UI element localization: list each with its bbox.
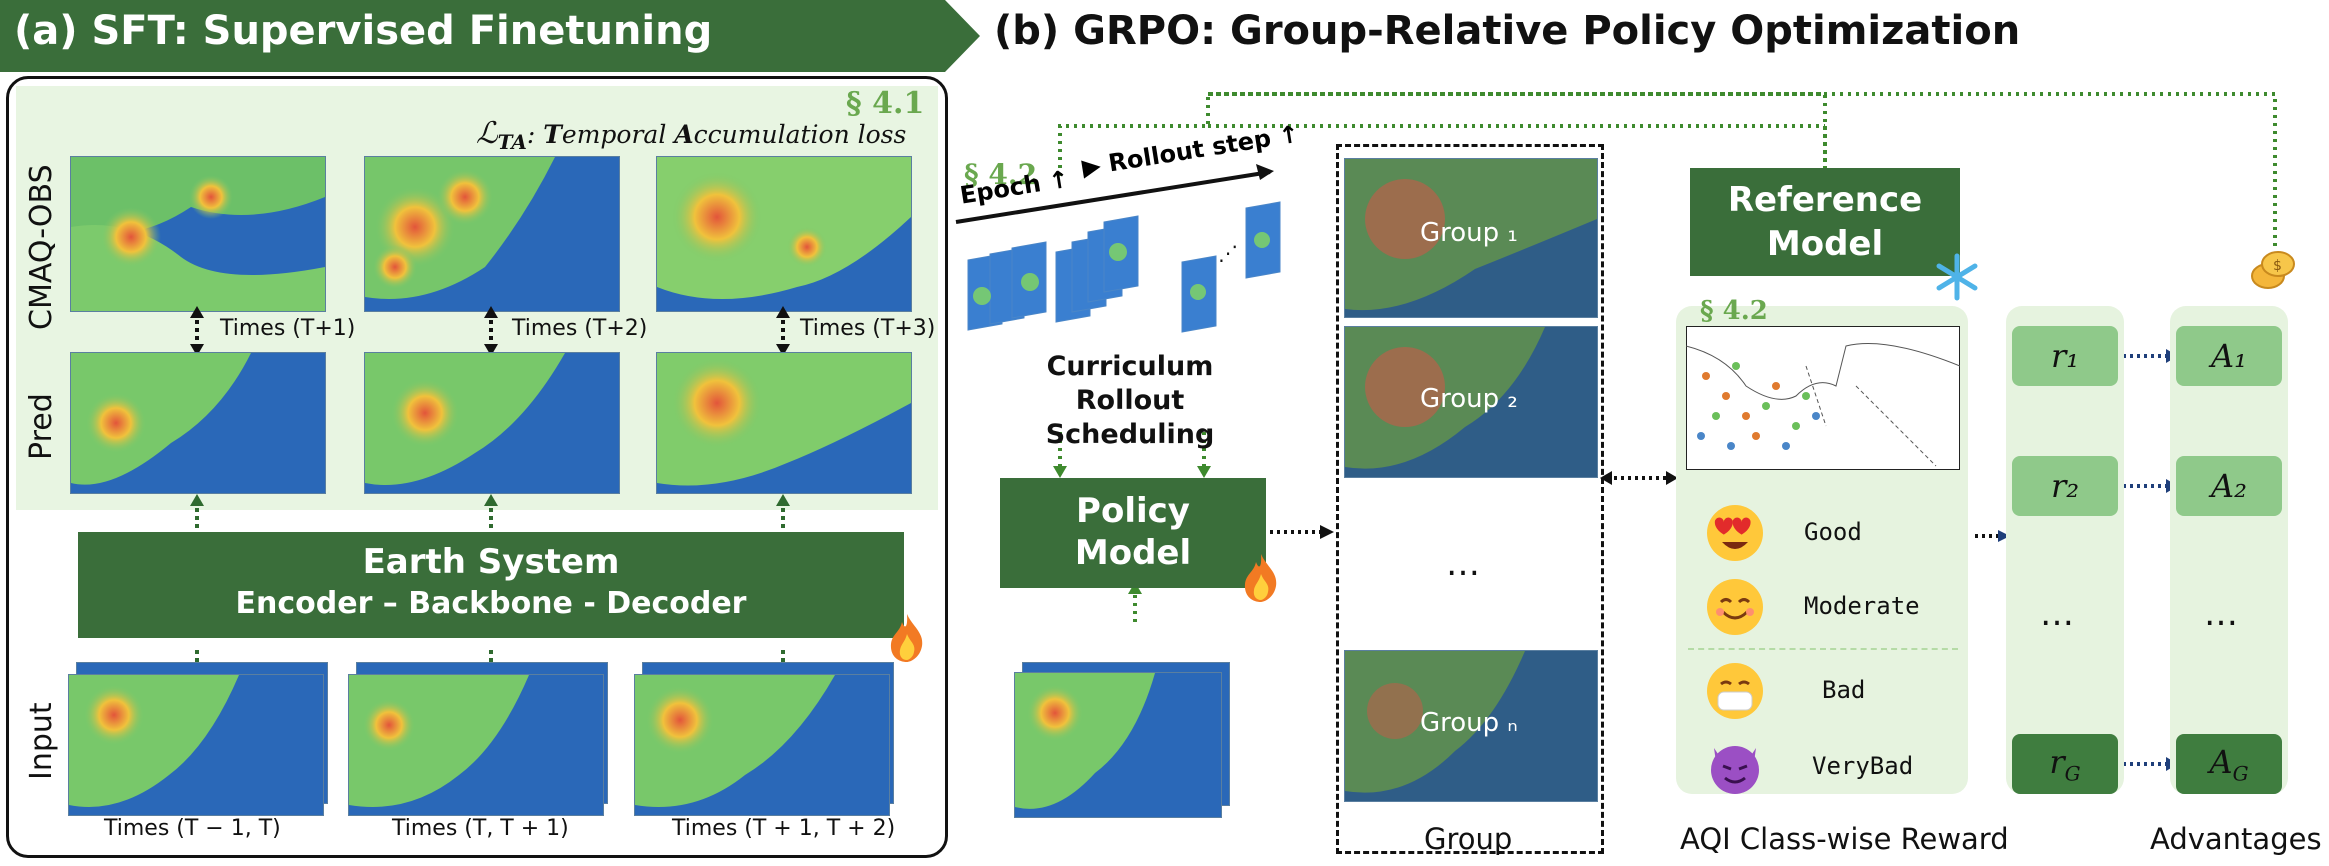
obs-map-2 [364, 156, 620, 312]
obs-map-3 [656, 156, 912, 312]
rollout-step-label: ▶ Rollout step ↑ [1080, 120, 1301, 182]
advantage-caption: Advantages [2150, 822, 2322, 856]
reward-r2-text: r₂ [2050, 467, 2080, 505]
policy-line-1: Policy [1076, 491, 1190, 531]
advantages-column [2170, 306, 2288, 794]
panel-a-frame [6, 76, 948, 858]
fire-icon-policy [1244, 554, 1277, 602]
advantage-ag-text: AG [2209, 742, 2249, 786]
section-4-2-rollout: § 4.2 [964, 158, 1038, 191]
group-n-label: Group ₙ [1420, 708, 1518, 738]
panel-b-title: (b) GRPO: Group-Relative Policy Optimiza… [994, 8, 2021, 54]
aqi-bad: Bad [1822, 676, 1866, 704]
pred-map-3 [656, 352, 912, 494]
snowflake-icon [1936, 253, 1978, 301]
aqi-verybad: VeryBad [1812, 752, 1914, 780]
pred-time-2: Times (T+2) [512, 316, 648, 341]
reference-line-1: Reference [1727, 180, 1923, 220]
section-4-1: § 4.1 [846, 86, 925, 121]
curriculum-frames: ⋰ [967, 201, 1281, 333]
reward-rg-text: rG [2049, 742, 2081, 786]
obs-map-1 [70, 156, 326, 312]
pred-map-2 [364, 352, 620, 494]
earth-system-subtitle: Encoder – Backbone - Decoder [235, 586, 747, 621]
row-label-input: Input [24, 702, 59, 780]
row-label-pred: Pred [24, 393, 59, 460]
temporal-accumulation-loss-label: ℒTA: Temporal Accumulation loss [476, 116, 907, 154]
reward-ellipsis: … [2040, 594, 2074, 634]
pred-time-3: Times (T+3) [800, 316, 936, 341]
group-2-label: Group ₂ [1420, 384, 1518, 414]
group-map-n [1344, 650, 1598, 802]
group-column [1336, 144, 1604, 854]
earth-system-title: Earth System [362, 542, 620, 582]
group-caption: Group [1424, 822, 1513, 856]
curriculum-label: Curriculum Rollout Scheduling [990, 350, 1270, 452]
rewards-column [2006, 306, 2124, 794]
svg-text:$: $ [2273, 258, 2282, 274]
policy-line-2: Model [1074, 533, 1192, 573]
earth-system-block: Earth System Encoder – Backbone - Decode… [78, 532, 904, 638]
reference-line-2: Model [1766, 224, 1884, 264]
aqi-good: Good [1804, 518, 1862, 546]
play-icon: ▶ [1080, 149, 1111, 182]
advantage-ag: AG [2176, 734, 2282, 794]
heart-eyes-emoji [1707, 505, 1763, 561]
input-time-3: Times (T + 1, T + 2) [672, 816, 896, 841]
reward-rg: rG [2012, 734, 2118, 794]
reference-model: Reference Model [1690, 168, 1960, 276]
input-time-2: Times (T, T + 1) [392, 816, 569, 841]
group-1-label: Group ₁ [1420, 218, 1518, 248]
advantage-a2-text: A₂ [2211, 467, 2247, 505]
policy-model: Policy Model [1000, 478, 1266, 588]
panel-a-title: (a) SFT: Supervised Finetuning [14, 8, 713, 54]
reward-r1-text: r₁ [2050, 337, 2080, 375]
advantage-ellipsis: … [2204, 594, 2238, 634]
reward-r1: r₁ [2012, 326, 2118, 386]
group-ellipsis: … [1446, 544, 1480, 584]
smile-emoji [1707, 579, 1763, 635]
mask-emoji [1707, 663, 1763, 719]
advantage-a1-text: A₁ [2211, 337, 2247, 375]
reward-r2: r₂ [2012, 456, 2118, 516]
policy-input-map [1014, 672, 1222, 818]
rollout-step-text: Rollout step ↑ [1106, 119, 1302, 178]
devil-emoji [1711, 746, 1759, 794]
input-map-2 [348, 674, 604, 816]
fire-icon [890, 614, 923, 662]
curriculum-line-2: Scheduling [1045, 419, 1215, 450]
input-map-1 [68, 674, 324, 816]
curriculum-line-1: Curriculum Rollout [1046, 351, 1214, 416]
section-4-2-reward: § 4.2 [1700, 296, 1768, 326]
aqi-moderate: Moderate [1804, 592, 1920, 620]
pred-time-1: Times (T+1) [220, 316, 356, 341]
pred-map-1 [70, 352, 326, 494]
coin-icon: $ [2251, 251, 2295, 289]
advantage-a1: A₁ [2176, 326, 2282, 386]
advantage-a2: A₂ [2176, 456, 2282, 516]
row-label-cmaq-obs: CMAQ-OBS [24, 164, 59, 330]
input-time-1: Times (T − 1, T) [104, 816, 281, 841]
aqi-divider [1688, 648, 1958, 650]
svg-text:⋰: ⋰ [1218, 241, 1238, 265]
panel-a-banner [0, 0, 980, 72]
group-map-2 [1344, 326, 1598, 478]
reward-caption: AQI Class-wise Reward [1680, 822, 2009, 856]
aqi-station-map [1686, 326, 1960, 470]
input-map-3 [634, 674, 890, 816]
group-map-1 [1344, 158, 1598, 318]
